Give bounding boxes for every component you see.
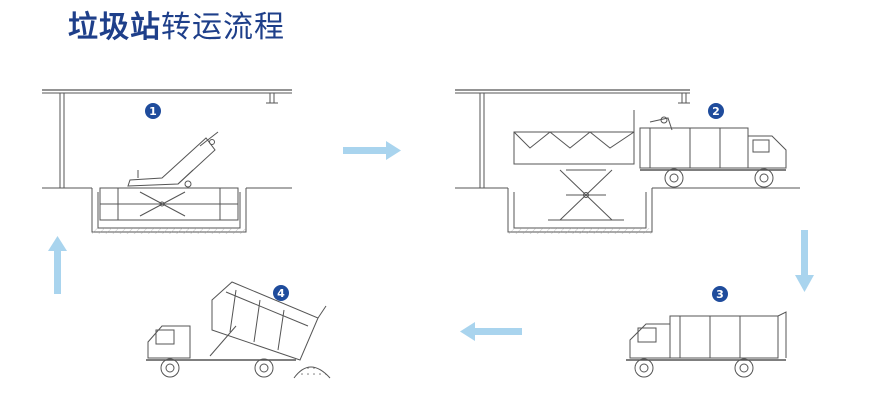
arrow-down-icon	[795, 230, 814, 292]
arrow-up-icon	[48, 236, 67, 294]
arrow-right-icon	[343, 141, 401, 160]
step-1-badge: 1	[145, 103, 161, 119]
step-3-number: 3	[716, 288, 724, 301]
step-1-number: 1	[149, 105, 157, 118]
step-4-number: 4	[277, 287, 285, 300]
page-title: 垃圾站转运流程	[68, 8, 285, 48]
step-3-badge: 3	[712, 286, 728, 302]
step-2-number: 2	[712, 105, 720, 118]
title-light: 转运流程	[161, 10, 285, 45]
arrow-left-icon	[460, 322, 522, 341]
step-3-illustration	[626, 311, 787, 378]
step-4-badge: 4	[273, 285, 289, 301]
step-2-badge: 2	[708, 103, 724, 119]
step-2-illustration	[455, 89, 800, 234]
step-4-illustration	[146, 281, 331, 379]
title-bold: 垃圾站	[68, 10, 161, 45]
step-1-illustration	[42, 89, 292, 234]
